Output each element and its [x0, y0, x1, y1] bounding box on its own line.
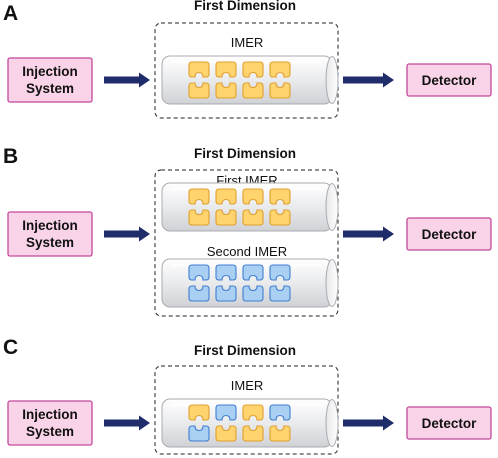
enzyme-yellow-icon — [242, 404, 264, 421]
enzyme-yellow-icon — [215, 188, 237, 205]
injection-system-label: System — [26, 424, 74, 439]
injection-system-label: Injection — [22, 64, 78, 79]
enzyme-yellow-icon — [215, 82, 237, 99]
flow-arrow-out-icon — [343, 72, 394, 88]
enzyme-blue-icon — [269, 264, 291, 281]
imer-label: Second IMER — [207, 244, 287, 259]
dimension-title: First Dimension — [194, 343, 296, 358]
enzyme-blue-icon — [215, 264, 237, 281]
injection-system-label: System — [26, 81, 74, 96]
injection-system-label: Injection — [22, 407, 78, 422]
imer-label: IMER — [231, 378, 264, 393]
imer-column-cap — [325, 183, 339, 231]
detector-label: Detector — [422, 416, 478, 431]
enzyme-yellow-icon — [242, 82, 264, 99]
enzyme-yellow-icon — [215, 61, 237, 78]
first-dimension-frame — [154, 365, 339, 455]
enzyme-yellow-icon — [269, 188, 291, 205]
detector-label: Detector — [422, 227, 478, 242]
panel-letter: A — [3, 2, 18, 25]
enzyme-yellow-icon — [188, 209, 210, 226]
imer-column-cap — [325, 399, 339, 447]
enzyme-blue-icon — [269, 404, 291, 421]
detector-box — [406, 63, 492, 97]
injection-system-box — [7, 211, 93, 257]
enzyme-yellow-icon — [188, 61, 210, 78]
flow-arrow-in-icon — [104, 415, 150, 431]
enzyme-yellow-icon — [242, 209, 264, 226]
flow-arrow-out-icon — [343, 226, 394, 242]
enzyme-yellow-icon — [242, 425, 264, 442]
enzyme-yellow-icon — [242, 61, 264, 78]
first-dimension-frame — [154, 169, 339, 317]
detector-box — [406, 406, 492, 440]
enzyme-yellow-icon — [242, 188, 264, 205]
first-dimension-frame — [154, 22, 339, 119]
enzyme-yellow-icon — [188, 82, 210, 99]
enzyme-yellow-icon — [269, 61, 291, 78]
imer-label: IMER — [231, 35, 264, 50]
injection-system-label: System — [26, 235, 74, 250]
injection-system-box — [7, 57, 93, 103]
enzyme-blue-icon — [188, 285, 210, 302]
enzyme-blue-icon — [188, 264, 210, 281]
enzyme-blue-icon — [188, 425, 210, 442]
enzyme-blue-icon — [215, 285, 237, 302]
enzyme-blue-icon — [242, 285, 264, 302]
enzyme-yellow-icon — [188, 188, 210, 205]
enzyme-blue-icon — [242, 264, 264, 281]
detector-box — [406, 217, 492, 251]
injection-system-box — [7, 400, 93, 446]
imer-column-cap — [325, 56, 339, 104]
enzyme-yellow-icon — [269, 209, 291, 226]
enzyme-yellow-icon — [215, 209, 237, 226]
injection-system-label: Injection — [22, 218, 78, 233]
dimension-title: First Dimension — [194, 146, 296, 161]
panel-letter: C — [3, 336, 18, 359]
enzyme-blue-icon — [215, 404, 237, 421]
flow-arrow-out-icon — [343, 415, 394, 431]
flow-arrow-in-icon — [104, 226, 150, 242]
enzyme-yellow-icon — [269, 425, 291, 442]
enzyme-blue-icon — [269, 285, 291, 302]
imer-column-cap — [325, 259, 339, 307]
enzyme-yellow-icon — [188, 404, 210, 421]
flow-arrow-in-icon — [104, 72, 150, 88]
detector-label: Detector — [422, 73, 478, 88]
panel-letter: B — [3, 145, 18, 168]
enzyme-yellow-icon — [269, 82, 291, 99]
enzyme-yellow-icon — [215, 425, 237, 442]
dimension-title: First Dimension — [194, 0, 296, 13]
